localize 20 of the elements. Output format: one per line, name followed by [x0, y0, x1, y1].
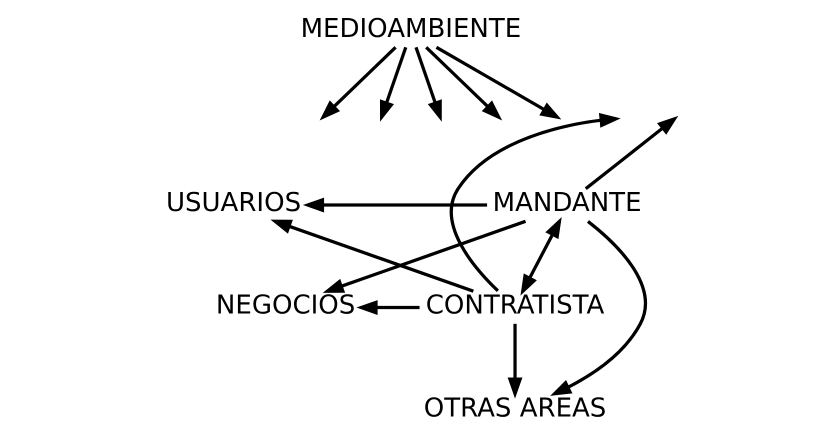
arrow: [302, 198, 487, 212]
arrow: [584, 116, 678, 190]
arrow: [520, 216, 562, 296]
arrow: [319, 46, 396, 120]
arrow: [435, 46, 561, 120]
arrow: [449, 112, 620, 292]
arrow: [507, 324, 522, 399]
arrow: [550, 220, 646, 396]
arrow: [379, 46, 407, 122]
node-text: MEDIOAMBIENTE: [300, 14, 521, 44]
node-text: OTRAS AREAS: [423, 393, 606, 424]
arrow: [270, 220, 474, 293]
node-text: MANDANTE: [492, 188, 642, 218]
arrow: [322, 220, 526, 293]
node-text: USUARIOS: [165, 188, 301, 218]
arrow: [356, 300, 420, 315]
arrow: [414, 46, 442, 122]
arrow: [424, 46, 502, 120]
node-text: NEGOCIOS: [215, 290, 355, 321]
node-text: CONTRATISTA: [425, 290, 604, 321]
